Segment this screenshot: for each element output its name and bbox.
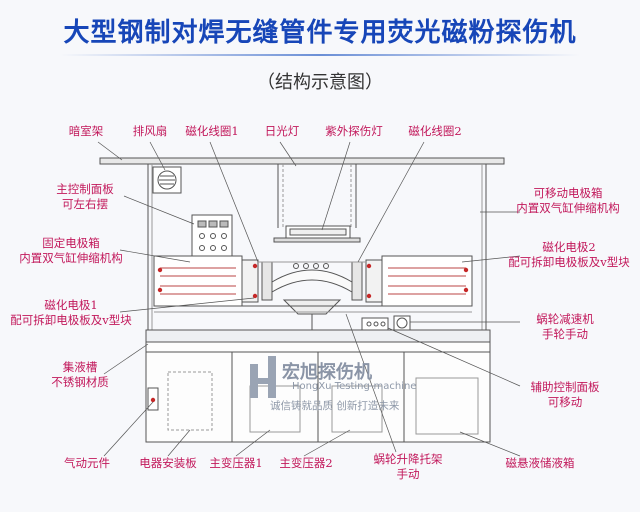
page-subtitle: （结构示意图） bbox=[257, 72, 383, 93]
label-electrode-2: 磁化电极2 配可拆卸电极板及v型块 bbox=[508, 240, 630, 269]
transformer-2 bbox=[331, 385, 383, 433]
watermark-english: HongXu Testing-machine bbox=[292, 381, 417, 392]
label-worm-lift: 蜗轮升降托架 手动 bbox=[373, 452, 443, 481]
label-fixed-box: 固定电极箱 内置双气缸伸缩机构 bbox=[19, 236, 123, 265]
label-aux-panel: 辅助控制面板 可移动 bbox=[530, 380, 600, 409]
magnetizing-coil-1 bbox=[261, 261, 273, 301]
label-movable-box: 可移动电极箱 内置双气缸伸缩机构 bbox=[516, 186, 620, 215]
label-transformer-1: 主变压器1 bbox=[209, 456, 263, 470]
table-top bbox=[145, 329, 491, 343]
label-exhaust-fan: 排风扇 bbox=[132, 124, 168, 138]
magnetizing-coil-2 bbox=[351, 261, 363, 301]
magnetic-tank bbox=[415, 377, 479, 435]
label-pneumatic: 气动元件 bbox=[64, 456, 110, 470]
v-block bbox=[282, 299, 342, 315]
aux-control-panel bbox=[361, 317, 389, 331]
movable-electrode-box bbox=[381, 255, 473, 307]
label-dark-room: 暗室架 bbox=[68, 124, 104, 138]
watermark-slogan: 诚信铸就品质 创新打造未来 bbox=[270, 400, 400, 412]
label-coil-1: 磁化线圈1 bbox=[185, 124, 239, 138]
label-magnetic-tank: 磁悬液储液箱 bbox=[505, 456, 575, 470]
title-underline bbox=[60, 54, 580, 56]
label-electrode-1: 磁化电极1 配可拆卸电极板及v型块 bbox=[10, 298, 132, 327]
dark-room-top-bar bbox=[99, 157, 505, 165]
label-electrical-board: 电器安装板 bbox=[139, 456, 197, 470]
workpiece-pipe bbox=[271, 269, 353, 293]
page-title: 大型钢制对焊无缝管件专用荧光磁粉探伤机 bbox=[63, 18, 577, 48]
electrical-board bbox=[167, 371, 213, 431]
label-transformer-2: 主变压器2 bbox=[279, 456, 333, 470]
label-worm-reducer: 蜗轮减速机 手轮手动 bbox=[536, 312, 594, 341]
label-main-panel: 主控制面板 可左右摆 bbox=[56, 182, 114, 211]
label-daylight-lamp: 日光灯 bbox=[264, 124, 300, 138]
label-collection-tank: 集液槽 不锈钢材质 bbox=[51, 360, 109, 389]
label-coil-2: 磁化线圈2 bbox=[408, 124, 462, 138]
label-uv-lamp: 紫外探伤灯 bbox=[325, 124, 383, 138]
watermark-logo bbox=[250, 356, 276, 398]
watermark-company: 宏旭探伤机 bbox=[282, 362, 372, 383]
fixed-electrode-box bbox=[153, 255, 243, 307]
